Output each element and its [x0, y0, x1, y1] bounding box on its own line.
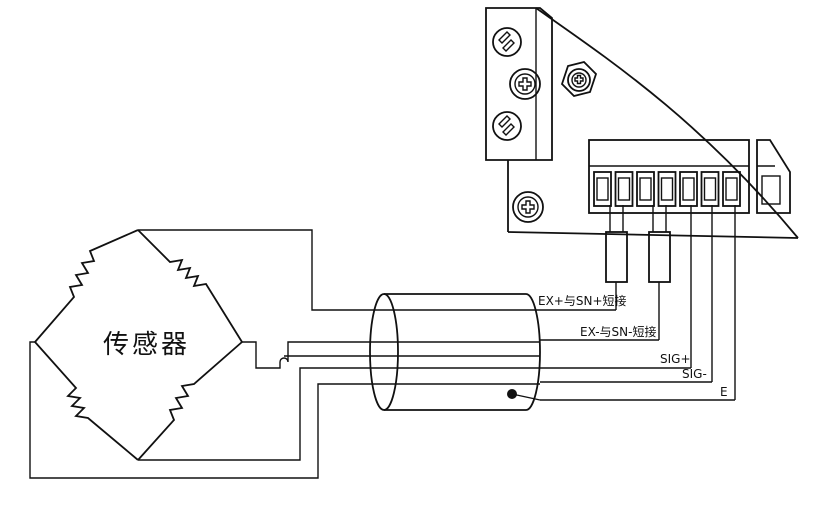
terminal-pin: [700, 171, 720, 207]
terminal-block-partial: [756, 139, 791, 214]
wire-label-ex-minus: EX-与SN-短接: [580, 324, 656, 339]
terminal-pin: [722, 171, 741, 207]
wire-label-sig-plus: SIG+: [660, 352, 691, 366]
terminal-pin: [614, 171, 634, 207]
terminal-wires: [609, 205, 736, 400]
sensor-bridge: 传感器: [34, 229, 243, 461]
terminal-pin: [657, 171, 677, 207]
hex-nut-icon: [560, 61, 598, 97]
short-link-ex-minus: [648, 231, 671, 283]
output-wires: [540, 309, 735, 401]
terminal-pin: [593, 171, 612, 207]
terminal-pin: [679, 171, 698, 207]
terminal-pin: [636, 171, 655, 207]
wire-label-ex-plus: EX+与SN+短接: [538, 293, 627, 308]
terminal-block: [588, 139, 750, 214]
sensor-cable-wires: [29, 229, 372, 479]
screw-icon: [512, 191, 544, 223]
device-housing: [485, 7, 799, 239]
screw-icon: [492, 111, 522, 141]
short-link-ex-plus: [605, 231, 628, 283]
screw-icon: [492, 27, 522, 57]
wire-label-earth: E: [720, 385, 728, 399]
mounting-bracket: [485, 7, 553, 161]
shielded-cable: [369, 293, 541, 411]
sensor-label: 传感器: [103, 330, 190, 360]
wire-label-sig-minus: SIG-: [682, 367, 707, 381]
screw-icon: [509, 68, 541, 100]
